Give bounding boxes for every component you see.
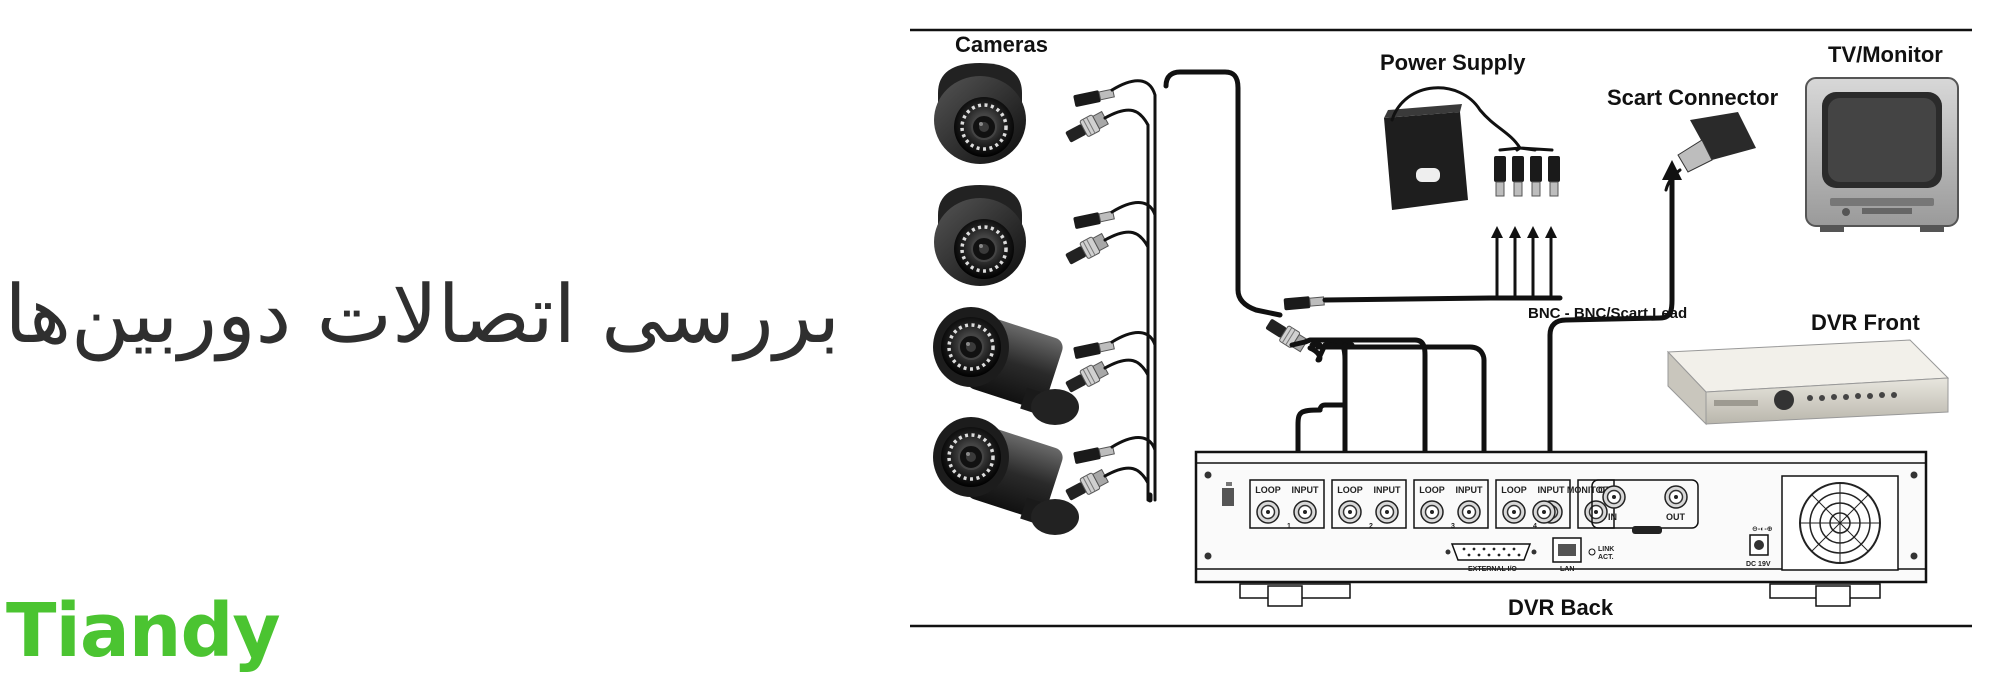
scart-connector-label: Scart Connector <box>1607 85 1779 110</box>
audio-in-label: IN <box>1608 512 1617 522</box>
dc-polarity-icon: ⊖-◐-⊕ <box>1752 526 1773 533</box>
bullet-camera-1 <box>933 307 1079 425</box>
fan-icon <box>1799 482 1881 564</box>
tv-monitor-label: TV/Monitor <box>1828 42 1943 67</box>
dvr-front-label: DVR Front <box>1811 310 1920 335</box>
rear-port-label: INPUT <box>1292 485 1320 495</box>
rear-port-number: 4 <box>1533 523 1537 530</box>
dome-camera-1 <box>934 63 1026 164</box>
dvr-front <box>1666 339 1950 426</box>
rear-port-label: INPUT <box>1374 485 1402 495</box>
rear-port-number: 1 <box>1287 523 1291 530</box>
tiandy-logo: Tiandy <box>6 588 281 674</box>
camera-trunk-connector <box>1263 294 1493 354</box>
power-split-plugs <box>1493 155 1561 197</box>
video-cables-to-dvr <box>1288 160 1682 480</box>
rear-port-number: 3 <box>1451 523 1455 530</box>
external-io-label: EXTERNAL I/O <box>1468 566 1517 573</box>
rear-port-label: LOOP <box>1255 485 1281 495</box>
power-supply-label: Power Supply <box>1380 50 1526 75</box>
rear-port-label: LOOP <box>1419 485 1445 495</box>
camera-pigtails <box>1063 86 1116 504</box>
rear-port-label: LOOP <box>1337 485 1363 495</box>
dc-power-label: DC 19V <box>1746 561 1771 568</box>
rear-port-label: LOOP <box>1501 485 1527 495</box>
tv-monitor <box>1805 77 1959 232</box>
audio-out-label: OUT <box>1666 512 1686 522</box>
rear-port-label: INPUT <box>1456 485 1484 495</box>
rear-port-label: MONITOR <box>1567 485 1610 495</box>
rear-port-number: 2 <box>1369 523 1373 530</box>
dvr-back-panel: LOOP 1 INPUT LOOP 2 INPUT LOOP 3 INPUT LOOP 4 INPUT… <box>1194 450 1928 607</box>
dvr-back-label: DVR Back <box>1508 595 1614 620</box>
cameras-label: Cameras <box>955 32 1048 57</box>
camera-cable-bundle <box>1103 69 1283 503</box>
lan-label: LAN <box>1560 566 1574 573</box>
page-headline: بررسی اتصالات دوربین‌ها <box>4 268 840 361</box>
power-supply <box>1384 86 1563 301</box>
scart-connector <box>1664 112 1756 192</box>
dome-camera-2 <box>934 185 1026 286</box>
rear-port-label: INPUT <box>1538 485 1566 495</box>
power-arrows <box>1487 226 1563 301</box>
bullet-camera-2 <box>933 417 1079 535</box>
